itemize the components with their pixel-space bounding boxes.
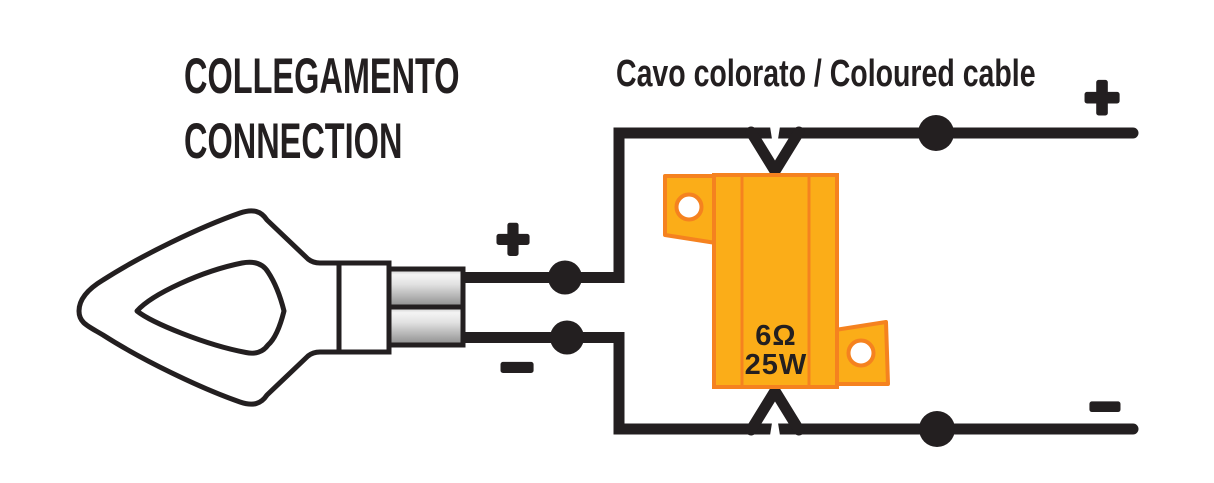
resistor-lead-bottom — [745, 380, 805, 436]
resistor-hole-top — [674, 192, 704, 222]
wires — [449, 126, 1139, 436]
junction-dot — [919, 411, 955, 447]
lamp-base — [336, 260, 392, 355]
indicator-lamp-lens — [134, 259, 287, 356]
lamp-plus-symbol: + — [497, 207, 530, 270]
junction-dot — [550, 320, 584, 355]
junction-dot — [548, 260, 582, 295]
splice-slit-bottom — [770, 404, 780, 436]
junction-dot — [918, 115, 954, 151]
load-resistor: 6Ω 25W — [663, 173, 890, 389]
title-line-1: COLLEGAMENTO — [184, 48, 460, 104]
lamp-terminal-bottom — [386, 304, 466, 348]
resistor-lead-top — [745, 126, 805, 182]
indicator-lamp — [76, 208, 466, 407]
resistor-power-label: 25W — [745, 349, 808, 381]
resistor-resistance-label: 6Ω — [755, 320, 796, 352]
cable-label: Cavo colorato / Coloured cable — [616, 53, 1036, 95]
cable-minus-symbol: − — [1090, 378, 1120, 436]
resistor-hole-bottom — [846, 338, 876, 368]
cable-plus-symbol: + — [1084, 64, 1119, 131]
wire-positive — [449, 127, 1139, 283]
lamp-terminal-top — [386, 266, 466, 310]
title-line-2: CONNECTION — [184, 113, 402, 169]
splice-slit-top — [770, 126, 780, 158]
lamp-minus-symbol: − — [501, 335, 534, 398]
title-block: COLLEGAMENTO CONNECTION — [184, 48, 460, 169]
wire-negative — [449, 332, 1139, 435]
junction-dots — [548, 115, 955, 447]
resistor-body — [712, 173, 839, 389]
